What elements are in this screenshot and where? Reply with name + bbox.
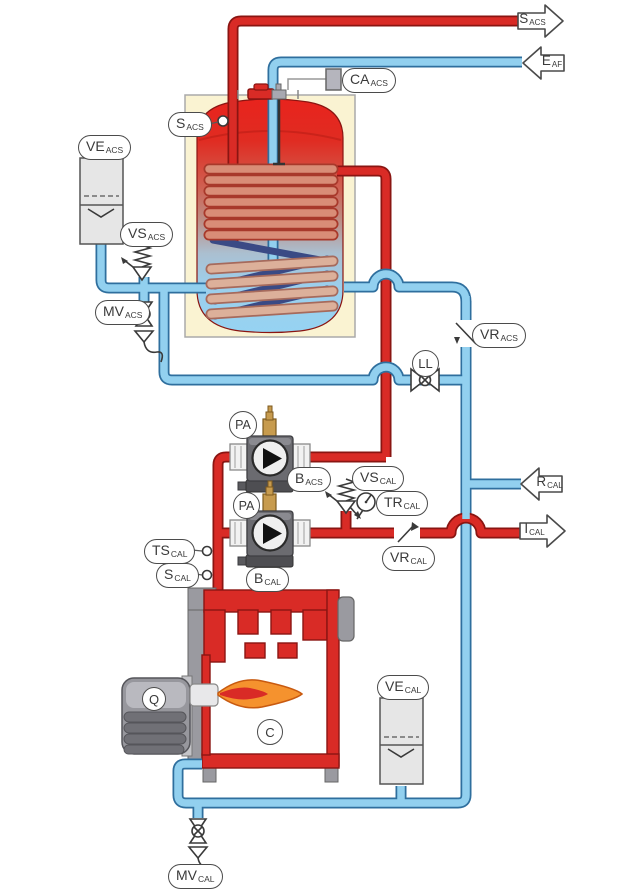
- expansion-vessel-cal: [379, 697, 424, 785]
- flue-outlet: [337, 596, 355, 642]
- tank-fittings: [208, 68, 342, 166]
- anode-fitting: [271, 89, 287, 100]
- safety-valve-acs: [121, 244, 154, 282]
- check-valve-cal: [394, 519, 420, 545]
- flame: [217, 679, 304, 709]
- burner-nozzle: [189, 683, 219, 707]
- s-cal-sensor-dot: [201, 569, 213, 581]
- label-pa-top: PA: [229, 411, 257, 439]
- label-q-burner: Q: [142, 687, 166, 711]
- port-arrow-i-cal: [519, 514, 566, 548]
- port-arrows: [517, 4, 566, 548]
- air-purger-acs: [262, 418, 277, 437]
- anode-wire: [287, 78, 326, 90]
- expansion-vessel-acs: [79, 157, 124, 245]
- ts-cal-sensor-dot: [201, 545, 213, 557]
- thermometer-cal: [356, 492, 376, 520]
- tank-temp-sensor-dot: [217, 115, 229, 127]
- cold-pipes-base: [172, 56, 522, 818]
- port-arrow-r-cal: [520, 467, 563, 501]
- label-ll: LL: [412, 350, 439, 377]
- tank-heating-coil: [203, 163, 339, 320]
- label-pa-bottom: PA: [233, 492, 260, 519]
- drain-valve-cal: [187, 818, 218, 878]
- burner: [121, 675, 219, 757]
- anode-protector-box: [325, 68, 342, 91]
- air-purger-cal: [262, 493, 277, 512]
- port-arrow-s-acs: [517, 4, 564, 38]
- label-c-chamber: C: [257, 719, 283, 745]
- cold-pipes-top: [95, 243, 472, 519]
- port-arrow-e-af: [522, 46, 565, 80]
